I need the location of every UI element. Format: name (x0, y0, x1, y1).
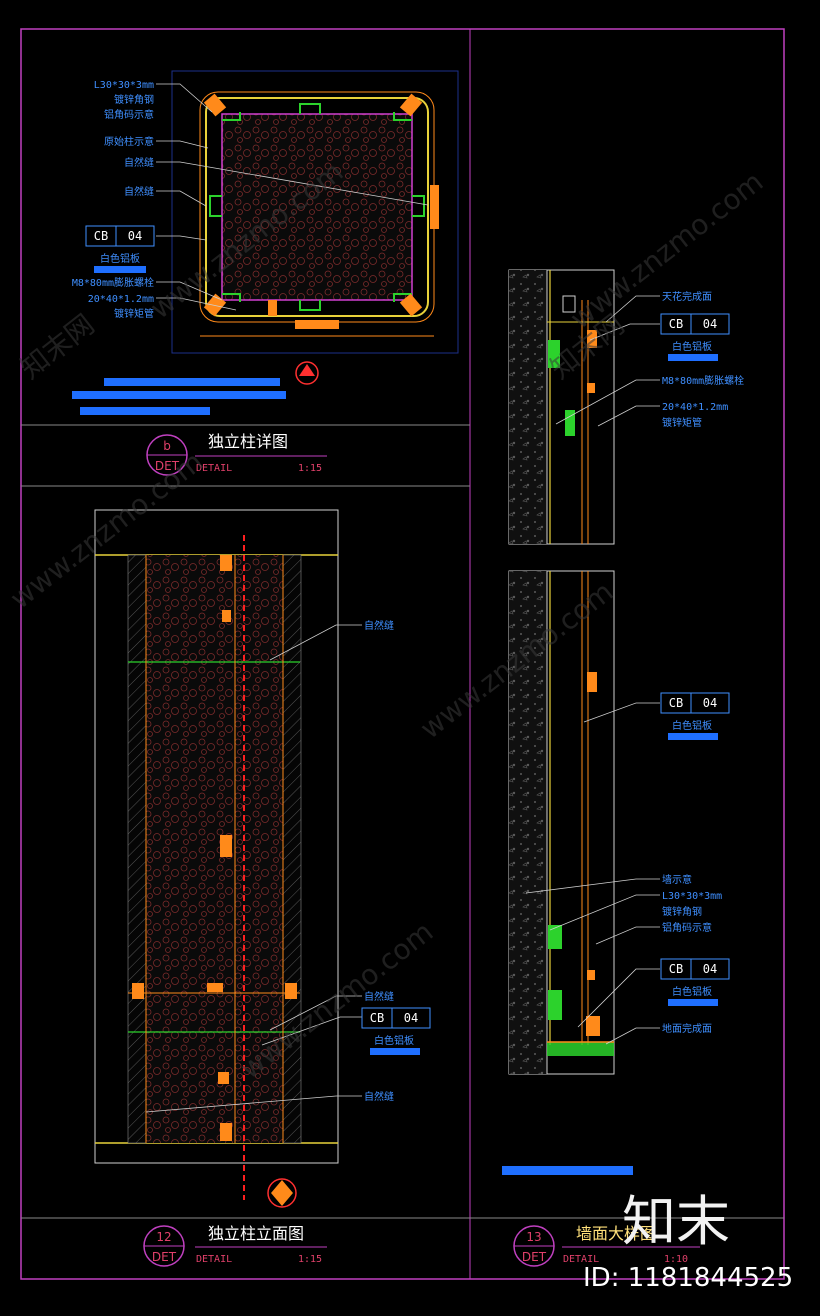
title-block-b: b DET 独立柱详图 DETAIL 1:15 (146, 432, 327, 476)
cb-number: 04 (703, 317, 717, 331)
label-angle-steel: 镀锌角钢 (662, 905, 702, 918)
cb-code: CB (669, 962, 683, 976)
label-white-al-panel: 白色铝板 (100, 252, 140, 265)
label-tube-size: 20*40*1.2mm (662, 402, 728, 413)
watermark-text: www.znzmo.com (564, 165, 769, 336)
wall-section-labels: 天花完成面 CB 04 白色铝板 M8*80mm膨胀螺栓 20*40*1.2mm… (660, 290, 744, 1035)
column-elevation-labels: 自然缝 自然缝 CB 04 白色铝板 自然缝 (361, 619, 431, 1103)
cb-code: CB (669, 317, 683, 331)
cb-number: 04 (703, 962, 717, 976)
detail-bubble-det: DET (155, 459, 180, 473)
label-white-al-panel: 白色铝板 (672, 340, 712, 353)
detail-word: DETAIL (196, 463, 232, 474)
column-elevation-detail (94, 509, 362, 1208)
label-original-column: 原始柱示意 (104, 135, 154, 148)
column-plan-detail (72, 70, 459, 415)
label-natural-joint: 自然缝 (364, 1090, 394, 1103)
label-expansion-bolt: M8*80mm膨胀螺栓 (662, 374, 744, 387)
label-tube-size: 20*40*1.2mm (88, 294, 154, 305)
title-block-13: 13 DET 墙面大样图 DETAIL 1:10 (513, 1224, 700, 1267)
cb-number: 04 (128, 229, 142, 243)
watermark-text-cn: 知末网 (14, 308, 101, 386)
label-angle-steel-size: L30*30*3mm (94, 80, 154, 91)
cb-code: CB (94, 229, 108, 243)
cb-number: 04 (703, 696, 717, 710)
cb-tag: CB 04 白色铝板 (361, 1007, 431, 1055)
label-floor-finish: 地面完成面 (662, 1022, 712, 1035)
cb-tag: CB 04 白色铝板 (85, 225, 155, 273)
detail-title: 墙面大样图 (576, 1224, 656, 1243)
label-wall-indication: 墙示意 (662, 873, 692, 886)
cb-number: 04 (404, 1011, 418, 1025)
detail-title: 独立柱立面图 (208, 1224, 304, 1243)
detail-title: 独立柱详图 (208, 432, 288, 451)
detail-scale: 1:10 (664, 1254, 688, 1265)
cb-code: CB (370, 1011, 384, 1025)
detail-word: DETAIL (563, 1254, 599, 1265)
label-tube: 镀锌矩管 (114, 307, 154, 320)
label-white-al-panel: 白色铝板 (374, 1034, 414, 1047)
brand-logo: 知末 ID: 1181844525 (583, 1190, 793, 1293)
logo-text: 知末 (622, 1190, 730, 1253)
detail-scale: 1:15 (298, 463, 322, 474)
label-expansion-bolt: M8*80mm膨胀螺栓 (72, 276, 154, 289)
title-block-12: 12 DET 独立柱立面图 DETAIL 1:15 (143, 1224, 327, 1267)
cb-tag: CB 04 白色铝板 (660, 692, 730, 740)
detail-bubble-number: 13 (526, 1230, 541, 1244)
detail-scale: 1:15 (298, 1254, 322, 1265)
label-aluminum-code: 铝角码示意 (662, 921, 712, 934)
wall-section-detail (502, 269, 660, 1175)
column-plan-labels: L30*30*3mm 镀锌角钢 铝角码示意 原始柱示意 自然缝 自然缝 CB 0… (72, 80, 155, 320)
label-white-al-panel: 白色铝板 (672, 719, 712, 732)
label-natural-joint: 自然缝 (364, 619, 394, 632)
detail-bubble-number: b (163, 439, 171, 453)
label-natural-joint: 自然缝 (124, 185, 154, 198)
cb-tag: CB 04 白色铝板 (660, 313, 730, 361)
label-ceiling-finish: 天花完成面 (662, 290, 712, 303)
image-id: ID: 1181844525 (583, 1263, 793, 1293)
label-natural-joint: 自然缝 (364, 990, 394, 1003)
detail-bubble-det: DET (152, 1250, 177, 1264)
label-natural-joint: 自然缝 (124, 156, 154, 169)
cb-code: CB (669, 696, 683, 710)
cb-tag: CB 04 白色铝板 (660, 958, 730, 1006)
label-aluminum-code: 铝角码示意 (104, 108, 154, 121)
detail-word: DETAIL (196, 1254, 232, 1265)
label-white-al-panel: 白色铝板 (672, 985, 712, 998)
label-tube: 镀锌矩管 (662, 416, 702, 429)
detail-bubble-number: 12 (156, 1230, 171, 1244)
drawing-frame (20, 28, 785, 1280)
detail-bubble-det: DET (522, 1250, 547, 1264)
label-angle-steel-size: L30*30*3mm (662, 891, 722, 902)
label-angle-steel: 镀锌角钢 (114, 93, 154, 106)
